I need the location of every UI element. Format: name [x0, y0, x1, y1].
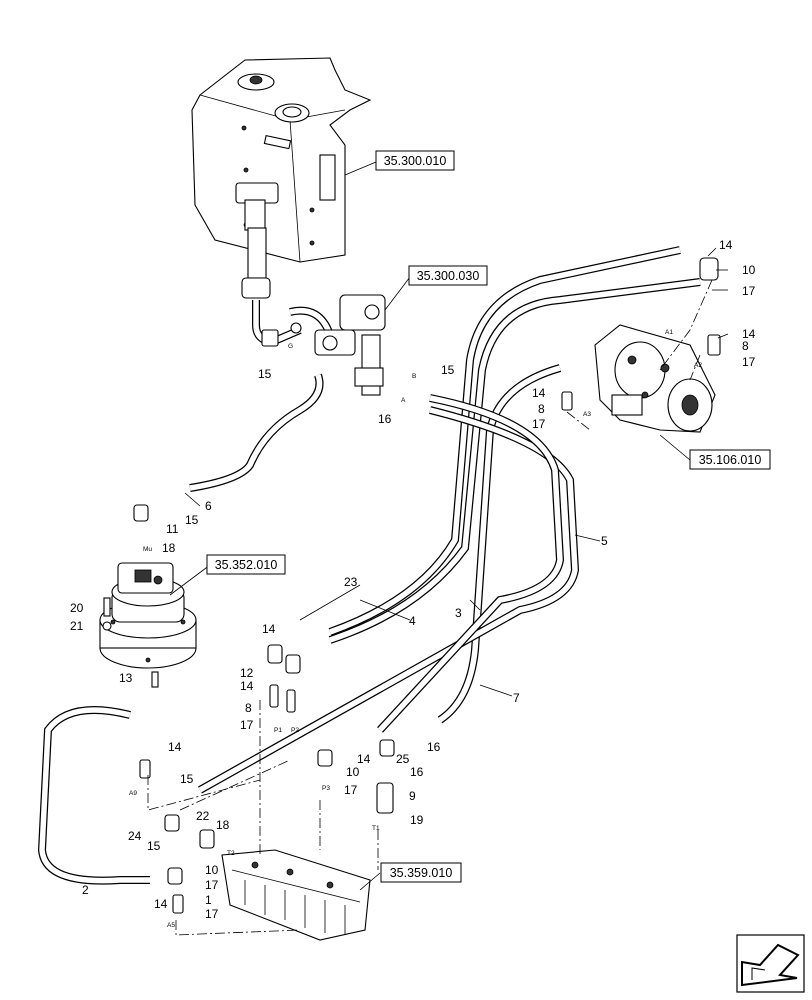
- callout: 15: [441, 363, 455, 377]
- callout: 19: [410, 813, 424, 827]
- callout: 16: [410, 765, 424, 779]
- next-page-arrow-icon[interactable]: [736, 934, 805, 993]
- reference-swing-motor[interactable]: 35.352.010: [206, 554, 286, 575]
- callout: 14: [742, 327, 756, 341]
- svg-text:A9: A9: [129, 790, 137, 797]
- svg-text:P3: P3: [322, 785, 330, 792]
- callout: 11: [166, 522, 179, 536]
- callout: 14: [154, 897, 168, 911]
- callout: 8: [245, 701, 252, 715]
- callout: 15: [180, 772, 194, 786]
- callout: 25: [396, 752, 410, 766]
- svg-text:A: A: [401, 397, 406, 404]
- callout: 10: [205, 863, 219, 877]
- svg-text:G: G: [288, 343, 293, 350]
- callout: 17: [205, 878, 219, 892]
- callout: 15: [185, 513, 199, 527]
- valve-block: [314, 294, 386, 396]
- svg-text:A1: A1: [665, 329, 673, 336]
- callout: 17: [205, 907, 219, 921]
- callout: 15: [147, 839, 161, 853]
- svg-text:T1: T1: [372, 825, 380, 832]
- callout: 17: [742, 284, 756, 298]
- callout: 18: [162, 541, 176, 555]
- swing-motor: [99, 562, 197, 688]
- callout: 17: [344, 783, 358, 797]
- callout: 14: [262, 622, 276, 636]
- callout: 14: [532, 386, 546, 400]
- svg-text:A3: A3: [583, 411, 591, 418]
- leader-lines: [147, 161, 729, 936]
- callout: 10: [346, 765, 360, 779]
- callout: 5: [601, 534, 608, 548]
- callout: 14: [357, 752, 371, 766]
- callout: 17: [742, 355, 756, 369]
- callout: 6: [205, 499, 212, 513]
- callout: 22: [196, 809, 210, 823]
- callout: 13: [119, 671, 133, 685]
- callout: 18: [216, 818, 230, 832]
- pump: [594, 324, 716, 433]
- reference-control-valve[interactable]: 35.359.010: [380, 862, 462, 883]
- callout: 3: [455, 606, 462, 620]
- fittings: [133, 257, 721, 914]
- callout: 9: [409, 789, 416, 803]
- callout: 21: [70, 619, 84, 633]
- callouts: 14 10 17 14 8 17 15 15 16 14 8 17 6 15 1…: [70, 238, 756, 921]
- callout: 8: [742, 339, 749, 353]
- callout: 14: [719, 238, 733, 252]
- svg-text:A2: A2: [694, 362, 702, 369]
- svg-text:T2: T2: [227, 850, 235, 857]
- reference-tank[interactable]: 35.300.010: [375, 150, 455, 171]
- svg-text:35.300.030: 35.300.030: [417, 269, 480, 283]
- callout: 17: [240, 718, 254, 732]
- svg-text:P2: P2: [291, 727, 299, 734]
- svg-text:35.300.010: 35.300.010: [384, 154, 447, 168]
- callout: 24: [128, 829, 142, 843]
- svg-text:35.359.010: 35.359.010: [390, 866, 453, 880]
- svg-text:P1: P1: [274, 727, 282, 734]
- callout: 1: [205, 893, 212, 907]
- hydraulic-tank: [191, 57, 372, 347]
- callout: 23: [344, 575, 358, 589]
- reference-pump[interactable]: 35.106.010: [689, 449, 771, 470]
- port-labels: G A B A1 A2 A3 Mu P1 P2 P3 T1 T2 A9 A5: [129, 329, 702, 929]
- callout: 8: [538, 402, 545, 416]
- callout: 2: [82, 883, 89, 897]
- control-valve: [221, 849, 371, 941]
- svg-text:B: B: [412, 373, 416, 380]
- svg-text:Mu: Mu: [143, 546, 152, 553]
- callout: 17: [532, 417, 546, 431]
- callout: 12: [240, 666, 254, 680]
- callout: 4: [409, 614, 416, 628]
- callout: 7: [513, 691, 520, 705]
- svg-text:A5: A5: [167, 922, 175, 929]
- callout: 20: [70, 601, 84, 615]
- hose-lines: [37, 246, 701, 885]
- callout: 16: [378, 412, 392, 426]
- callout: 16: [427, 740, 441, 754]
- callout: 10: [742, 263, 756, 277]
- callout: 15: [258, 367, 272, 381]
- callout: 14: [240, 679, 254, 693]
- svg-text:35.352.010: 35.352.010: [215, 558, 278, 572]
- svg-text:35.106.010: 35.106.010: [699, 453, 762, 467]
- callout: 14: [168, 740, 182, 754]
- reference-valve-block[interactable]: 35.300.030: [408, 265, 488, 286]
